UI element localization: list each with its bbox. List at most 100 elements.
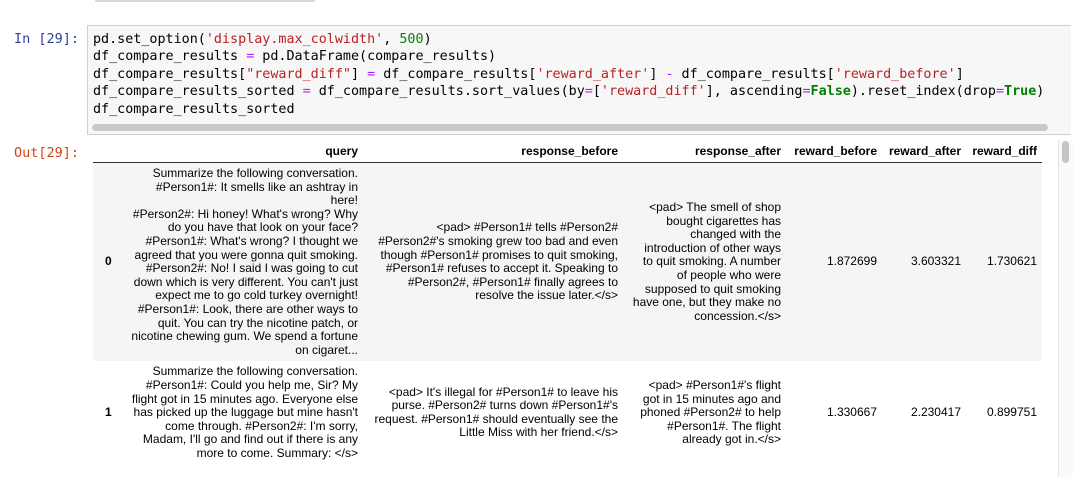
text-line: #Person1# refuses to accept it. Speaking… xyxy=(385,261,618,276)
code-token: True xyxy=(1004,84,1037,100)
row-index: 0 xyxy=(93,162,125,362)
vertical-scrollbar-thumb[interactable] xyxy=(1062,141,1069,163)
code-token: ] xyxy=(649,66,666,82)
text-line: #Person2#: Hi honey! What's wrong? Why xyxy=(132,206,358,221)
code-token: ] xyxy=(351,66,368,82)
index-header xyxy=(93,140,125,163)
code-editor[interactable]: pd.set_option('display.max_colwidth', 50… xyxy=(93,31,1044,118)
column-header-response-before: response_before xyxy=(363,140,623,163)
column-header-response-after: response_after xyxy=(623,140,786,163)
code-line: df_compare_results["reward_diff"] = df_c… xyxy=(93,67,964,82)
previous-cell-edge xyxy=(0,0,1089,8)
cell-reward-before: 1.872699 xyxy=(786,162,882,362)
text-line: Summarize the following conversation. xyxy=(152,364,358,379)
text-line: more to come. Summary: </s> xyxy=(196,445,358,460)
text-line: phoned #Person2# to help xyxy=(640,405,781,420)
text-line: Madam, I'll go and find out if there is … xyxy=(142,432,358,447)
cell-reward-before: 1.330667 xyxy=(826,405,877,420)
code-token: ] xyxy=(955,66,964,82)
text-line: already got in.</s> xyxy=(682,432,781,447)
code-token: = xyxy=(995,84,1005,100)
code-token: ) xyxy=(423,32,432,47)
code-token: pd.set_option( xyxy=(93,32,206,47)
text-line: agreed that you were gonna quit smoking. xyxy=(134,247,358,262)
cell-query: Summarize the following conversation. #Pe… xyxy=(125,162,363,362)
code-token: 'reward_after' xyxy=(536,66,650,82)
cell-query: Summarize the following conversation.#Pe… xyxy=(125,361,363,464)
code-token: "reward_diff" xyxy=(246,66,351,82)
text-line: <pad> The smell of shop xyxy=(649,199,781,214)
text-line: of people who were xyxy=(676,267,781,282)
dataframe-table: query response_before response_after rew… xyxy=(93,140,1042,464)
previous-cell-fragment xyxy=(95,0,315,2)
horizontal-scrollbar[interactable] xyxy=(92,124,1048,131)
text-line: #Person1#: What's wrong? I thought we xyxy=(145,233,358,248)
text-line: though #Person1# promises to quit smokin… xyxy=(380,247,618,262)
code-token: df_compare_results_sorted xyxy=(93,84,303,100)
code-token: = xyxy=(584,84,593,100)
code-token: = xyxy=(302,84,311,100)
text-line: introduction of other ways xyxy=(644,240,781,255)
code-token: - xyxy=(665,66,674,82)
text-line: come through. #Person2#: I'm sorry, xyxy=(165,418,358,433)
text-line: resolve the issue later.</s> xyxy=(475,288,618,303)
cell-response-before: <pad> #Person1# tells #Person2##Person2#… xyxy=(363,162,623,362)
cell-reward-after: 3.603321 xyxy=(882,162,966,362)
code-token: = xyxy=(367,66,376,82)
text-line: on cigaret... xyxy=(295,342,358,357)
column-header-reward-after: reward_after xyxy=(882,140,966,163)
text-line: Little Miss with her friend.</s> xyxy=(459,425,618,440)
table-row: 0 Summarize the following conversation. #P… xyxy=(93,162,1042,362)
text-line: Summarize the following conversation. xyxy=(152,166,358,180)
text-line: quit. You can try the nicotine patch, or xyxy=(157,315,358,330)
text-line: <pad> It's illegal for #Person1# to leav… xyxy=(388,384,618,399)
code-cell-input[interactable]: pd.set_option('display.max_colwidth', 50… xyxy=(87,25,1071,135)
code-token: ], ascending xyxy=(705,84,803,100)
code-token: ) xyxy=(1036,84,1045,100)
text-line: #Person1#. The flight xyxy=(667,418,781,433)
code-token: 'reward_before' xyxy=(834,66,956,82)
text-line: do you have that look on your face? xyxy=(167,220,358,235)
text-line: #Person2#: No! I said I was going to cut xyxy=(145,261,358,276)
output-prompt: Out[29]: xyxy=(14,145,80,161)
code-token: False xyxy=(810,84,851,100)
text-line: nicotine chewing gum. We spend a fortune xyxy=(131,329,358,344)
cell-output: query response_before response_after rew… xyxy=(87,140,1089,477)
code-token: 500 xyxy=(399,32,424,47)
code-token: df_compare_results.sort_values(by xyxy=(310,84,585,100)
code-token: df_compare_results_sorted xyxy=(93,101,295,117)
code-token: df_compare_results xyxy=(93,49,247,65)
column-header-reward-before: reward_before xyxy=(786,140,882,163)
code-token: ).reset_index(drop xyxy=(850,84,996,100)
code-token: 'reward_diff' xyxy=(600,84,706,100)
cell-reward-after: 2.230417 xyxy=(910,405,961,420)
text-line: purse. #Person2# turns down #Person1#'s xyxy=(391,398,618,413)
text-line: concession.</s> xyxy=(694,308,781,323)
text-line: <pad> #Person1#'s flight xyxy=(648,377,781,392)
input-prompt: In [29]: xyxy=(14,31,80,47)
text-line: supposed to quit smoking xyxy=(644,281,781,296)
text-line: #Person2#'s smoking grew too bad and eve… xyxy=(378,233,618,248)
text-line: #Person1#: Look, there are other ways to xyxy=(137,301,358,316)
text-line: has picked up the luggage but mine hasn'… xyxy=(133,405,358,420)
table-header-row: query response_before response_after rew… xyxy=(93,140,1042,163)
code-token: = xyxy=(246,49,255,65)
text-line: bought cigarettes has xyxy=(666,213,781,228)
text-line: #Person1#: Could you help me, Sir? My xyxy=(145,377,358,392)
code-line: df_compare_results = pd.DataFrame(compar… xyxy=(93,49,496,64)
code-token: pd.DataFrame(compare_results) xyxy=(254,49,497,65)
code-line: df_compare_results_sorted xyxy=(93,102,295,117)
text-line: changed with the xyxy=(690,227,781,242)
text-line: <pad> #Person1# tells #Person2# xyxy=(436,220,618,235)
cell-reward-diff: 1.730621 xyxy=(966,162,1042,362)
text-line: got in 15 minutes ago and xyxy=(642,391,781,406)
text-line: down which is very different. You can't … xyxy=(133,274,358,289)
code-token: df_compare_results[ xyxy=(673,66,835,82)
column-header-reward-diff: reward_diff xyxy=(966,140,1042,163)
code-line: pd.set_option('display.max_colwidth', 50… xyxy=(93,32,432,47)
code-token: = xyxy=(802,84,811,100)
vertical-scrollbar[interactable] xyxy=(1058,140,1073,477)
